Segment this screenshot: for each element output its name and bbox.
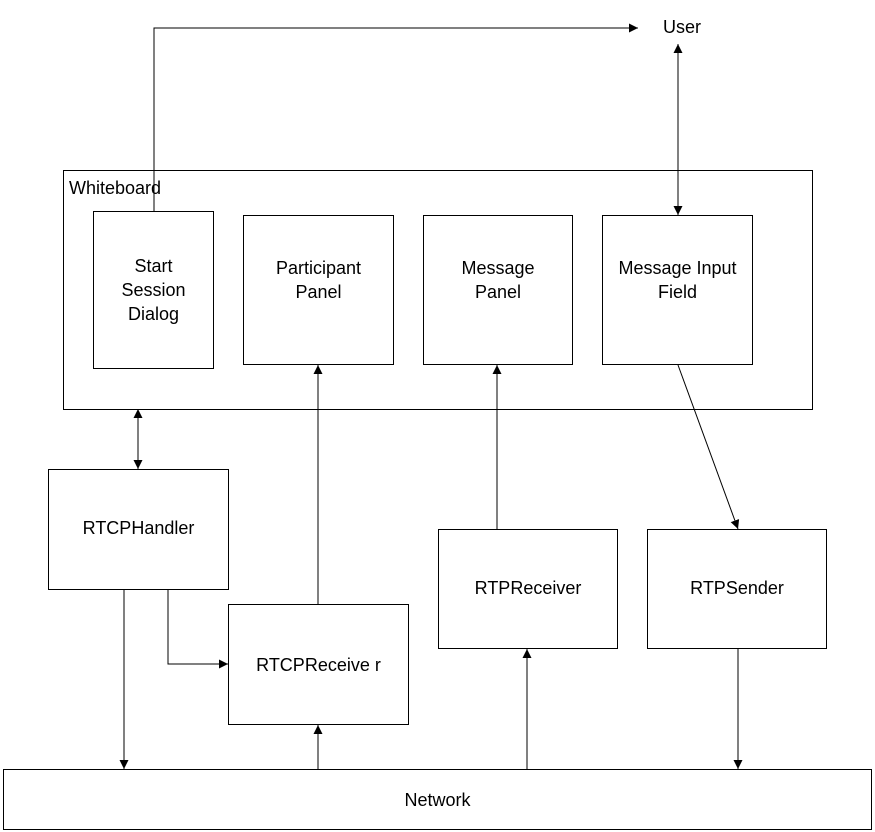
participant-panel-box: Participant Panel [243, 215, 394, 365]
start-session-dialog-label: Start Session Dialog [121, 256, 186, 324]
rtcp-receiver-box: RTCPReceive r [228, 604, 409, 725]
rtcp-handler-box: RTCPHandler [48, 469, 229, 590]
arrow-input-rtpsender [677, 364, 740, 530]
rtp-sender-box: RTPSender [647, 529, 827, 649]
arrow-rtcphandler-rtcpreceiver [167, 589, 228, 669]
rtp-sender-label: RTPSender [690, 578, 784, 598]
whiteboard-label: Whiteboard [69, 178, 162, 198]
network-label: Network [404, 789, 471, 810]
message-panel-box: Message Panel [423, 215, 573, 365]
rtcp-handler-label: RTCPHandler [82, 517, 195, 538]
start-session-dialog-box: Start Session Dialog [93, 211, 214, 369]
rtp-receiver-label: RTPReceiver [474, 578, 582, 598]
whiteboard-box [63, 170, 813, 410]
message-input-field-box: Message Input Field [602, 215, 753, 365]
rtcp-receiver-label: RTCPReceive r [256, 654, 381, 675]
message-input-field-label: Message Input Field [618, 258, 737, 302]
arrow-session-to-user [153, 23, 638, 212]
message-panel-label: Message Panel [461, 258, 535, 302]
user-label: User [662, 17, 701, 37]
rtp-receiver-box: RTPReceiver [438, 529, 618, 649]
participant-panel-label: Participant Panel [275, 258, 362, 302]
network-box: Network [3, 769, 872, 830]
